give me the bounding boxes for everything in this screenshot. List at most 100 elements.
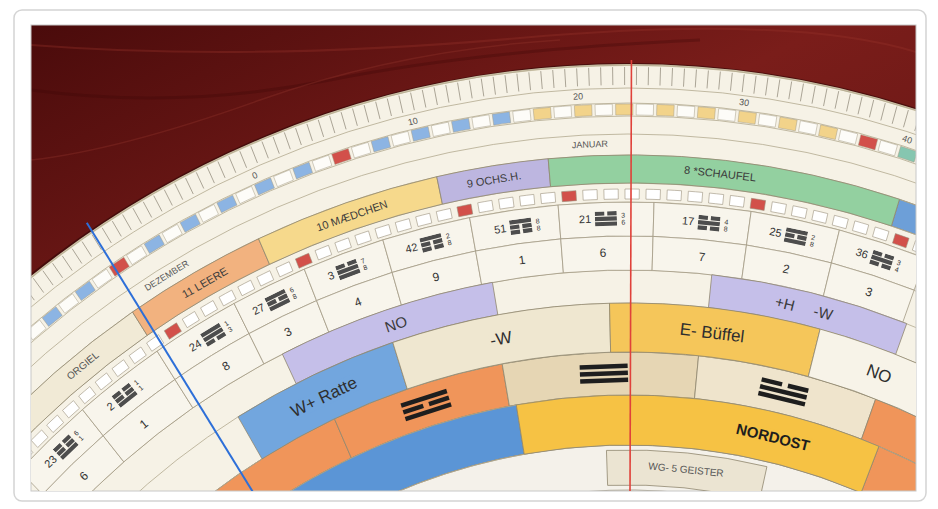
trigram-bar xyxy=(580,378,628,384)
scale-tick xyxy=(869,100,873,117)
hexagram-bar xyxy=(881,264,891,271)
fraction-digit: 8 xyxy=(535,223,542,231)
scale-tick xyxy=(164,190,172,206)
hexagram-number: 51 xyxy=(493,223,509,236)
scale-tick xyxy=(600,67,601,85)
colour-block xyxy=(595,104,613,115)
colour-block xyxy=(180,214,200,232)
scale-tick xyxy=(318,120,323,137)
scale-tick xyxy=(31,286,34,300)
hexagram-bar xyxy=(422,247,432,253)
photo-area xyxy=(31,25,916,491)
scale-tick xyxy=(719,72,721,90)
scale-tick xyxy=(387,99,391,116)
scale-tick xyxy=(399,96,403,114)
marker-square xyxy=(912,241,916,256)
marker-square xyxy=(852,221,868,235)
colour-block xyxy=(758,114,777,128)
colour-block xyxy=(371,137,390,152)
segment-text: 6 xyxy=(598,247,607,259)
hexagram-number: 27 xyxy=(250,301,268,317)
red-hairline xyxy=(630,60,631,491)
scale-tick xyxy=(284,132,290,149)
scale-tick xyxy=(72,249,82,264)
colour-block xyxy=(42,307,62,327)
trigram-symbol xyxy=(758,377,809,406)
scale-tick xyxy=(43,271,53,285)
colour-block xyxy=(351,142,371,158)
scale-tick xyxy=(683,69,685,87)
marker-square xyxy=(541,192,556,203)
scale-tick xyxy=(123,215,132,230)
segment-text: 7 xyxy=(697,250,707,263)
colour-block xyxy=(636,104,653,115)
cell-number: 1 xyxy=(516,254,526,267)
colour-block xyxy=(472,115,491,129)
scale-tick xyxy=(112,221,121,236)
hexagram-number: 42 xyxy=(404,242,421,256)
hexagram-bar xyxy=(607,211,617,216)
colour-block xyxy=(513,109,531,122)
colour-block xyxy=(162,224,182,242)
scale-tick xyxy=(82,242,92,257)
degree-number: 20 xyxy=(572,93,584,103)
ring-line xyxy=(31,352,916,491)
colour-block xyxy=(92,269,112,288)
segment-outline xyxy=(103,380,193,462)
scale-tick xyxy=(411,93,415,111)
scale-tick xyxy=(353,109,358,126)
scale-tick xyxy=(812,86,815,104)
hexagram-bar xyxy=(339,269,361,281)
animal-segment: -W xyxy=(391,302,612,391)
scale-tick xyxy=(636,67,637,85)
scale-tick xyxy=(422,90,426,108)
scale-tick xyxy=(364,105,369,122)
colour-block xyxy=(144,235,164,254)
segment-shape xyxy=(102,378,194,463)
hexagram-bar xyxy=(595,217,617,222)
scale-tick xyxy=(835,91,839,109)
ring-line xyxy=(31,65,916,491)
ring-line xyxy=(31,202,916,491)
scale-tick xyxy=(102,228,111,243)
marker-square xyxy=(583,190,598,201)
trigram-bar xyxy=(580,364,628,370)
segment-outline xyxy=(610,303,821,376)
colour-block xyxy=(738,111,756,124)
hexagram-bar xyxy=(60,442,79,460)
marker-square xyxy=(457,204,473,217)
marker-square xyxy=(395,219,411,233)
segment-outline xyxy=(175,334,264,408)
animal-segment: E- Büffel xyxy=(608,302,822,378)
segment-outline xyxy=(561,236,653,273)
colour-block xyxy=(217,195,237,213)
scale-tick xyxy=(659,68,661,86)
hexagram-bar xyxy=(118,391,138,408)
colour-block xyxy=(718,109,736,122)
marker-square xyxy=(625,189,639,199)
hexagram-bar xyxy=(205,338,215,347)
segment-outline xyxy=(238,342,407,458)
segment-label: -W xyxy=(812,303,836,323)
colour-block xyxy=(492,112,510,125)
ring-line xyxy=(31,134,916,491)
scale-tick xyxy=(777,79,780,97)
marker-square xyxy=(893,234,910,248)
marker-square xyxy=(295,253,312,268)
hexagram-bar xyxy=(523,222,533,227)
degree-number: 40 xyxy=(900,134,914,146)
colour-block xyxy=(59,294,79,314)
scale-tick xyxy=(33,278,43,292)
hexagram-bar xyxy=(711,216,721,221)
scale-tick xyxy=(858,97,862,114)
hexagram-bar xyxy=(511,229,521,234)
segment-outline xyxy=(437,159,551,204)
scale-tick xyxy=(307,124,313,141)
scale-tick xyxy=(800,84,803,102)
degree-number: 10 xyxy=(407,116,421,128)
scale-tick xyxy=(446,85,449,103)
marker-square xyxy=(791,206,807,219)
scale-tick xyxy=(218,162,225,178)
ring-line xyxy=(31,236,916,491)
scale-tick xyxy=(296,128,302,145)
